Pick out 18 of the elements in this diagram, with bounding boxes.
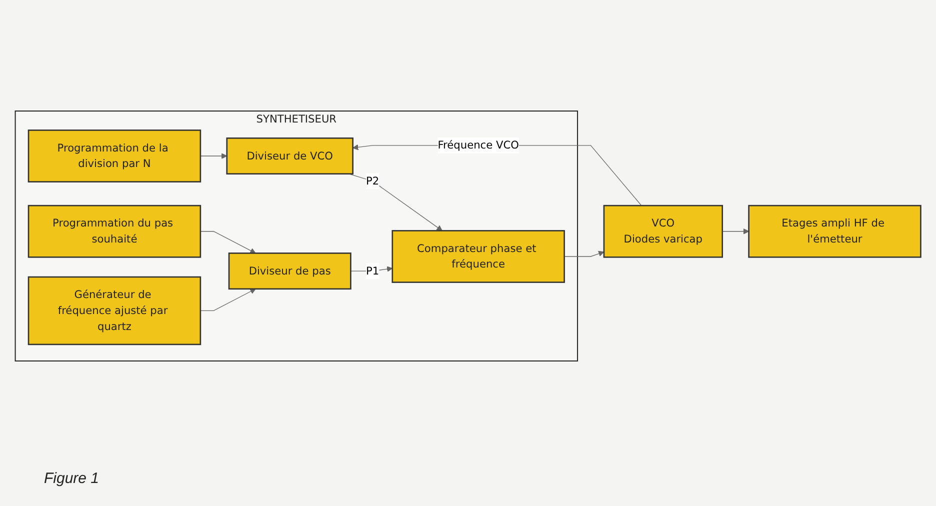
node-box: VCO Diodes varicap (603, 204, 723, 258)
arrow (200, 231, 256, 254)
arrow (564, 250, 604, 257)
node-box: Comparateur phase et fréquence (392, 230, 565, 283)
figure-caption: Figure 1 (44, 470, 100, 487)
arrow (352, 144, 642, 206)
node-box: Etages ampli HF de l'émetteur (748, 204, 922, 258)
arrow (200, 153, 228, 159)
edge-label: P1 (366, 264, 380, 277)
arrow (200, 288, 256, 312)
node-box: Programmation de la division par N (28, 130, 202, 182)
node-box: Générateur de fréquence ajusté par quartz (28, 276, 202, 346)
node-box: Programmation du pas souhaité (28, 204, 202, 258)
edge-label: Fréquence VCO (438, 138, 519, 152)
edge-label: P2 (366, 174, 380, 188)
arrow (722, 228, 750, 234)
node-box: Diviseur de pas (228, 252, 352, 290)
node-box: Diviseur de VCO (226, 137, 354, 174)
